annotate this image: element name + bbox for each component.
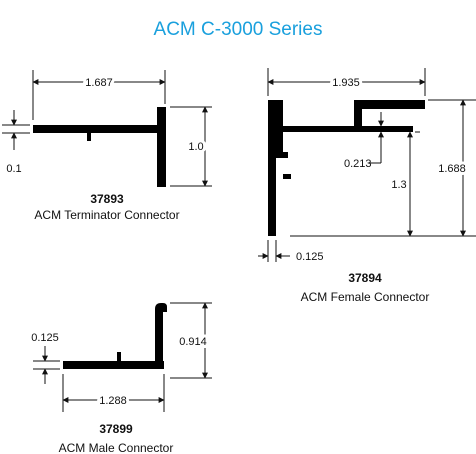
female-dimension-lines (258, 68, 476, 262)
terminator-part-number: 37893 (90, 192, 124, 206)
female-width-label: 1.935 (332, 77, 360, 89)
terminator-width-label: 1.687 (85, 77, 113, 89)
page-title: ACM C-3000 Series (154, 19, 323, 40)
male-thickness-label: 0.125 (31, 332, 59, 344)
male-width-label: 1.288 (99, 395, 127, 407)
female-connector: 1.935 1.688 1.3 0.213 0.125 37894 ACM Fe… (258, 68, 476, 304)
female-thickness-label: 0.125 (296, 251, 324, 263)
female-part-number: 37894 (348, 271, 382, 285)
terminator-connector: 1.687 1.0 0.1 37893 ACM Terminator Conne… (2, 70, 212, 222)
female-inner-height-label: 1.3 (391, 179, 406, 191)
female-profile (268, 100, 425, 236)
terminator-profile (33, 107, 166, 187)
terminator-thickness-label: 0.1 (6, 163, 21, 175)
male-height-label: 0.914 (179, 336, 207, 348)
male-part-number: 37899 (99, 422, 133, 436)
female-height-label: 1.688 (438, 163, 466, 175)
male-dimension-lines (33, 302, 212, 412)
male-connector: 0.914 0.125 1.288 37899 ACM Male Connect… (31, 302, 212, 454)
male-profile (63, 303, 167, 369)
terminator-dimension-lines (2, 70, 212, 187)
female-part-name: ACM Female Connector (301, 290, 430, 304)
male-part-name: ACM Male Connector (59, 441, 174, 454)
terminator-part-name: ACM Terminator Connector (34, 208, 179, 222)
terminator-height-label: 1.0 (188, 141, 203, 153)
female-gap-label: 0.213 (344, 158, 372, 170)
